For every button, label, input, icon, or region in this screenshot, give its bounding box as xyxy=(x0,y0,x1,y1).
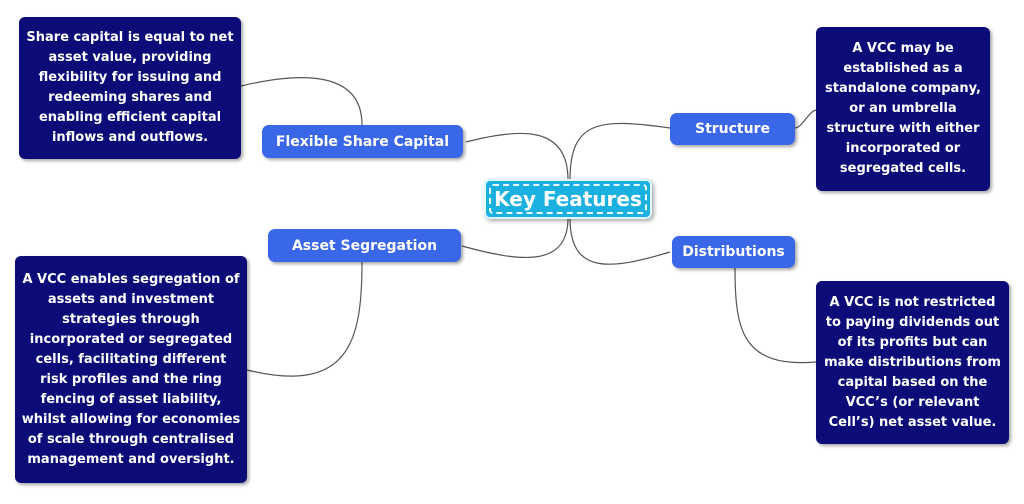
link-distributions-note xyxy=(734,267,817,364)
link-center-segregation xyxy=(461,217,569,259)
central-topic-label: Key Features xyxy=(494,187,642,211)
topic-flexible-label: Flexible Share Capital xyxy=(275,133,450,150)
note-asset-segregation: A VCC enables segregation of assets and … xyxy=(15,256,247,483)
note-flexible-share-capital: Share capital is equal to net asset valu… xyxy=(19,17,241,159)
topic-flexible-share-capital[interactable]: Flexible Share Capital xyxy=(262,125,463,158)
topic-segregation-label: Asset Segregation xyxy=(291,237,438,254)
link-center-structure xyxy=(569,122,671,181)
note-structure-text: A VCC may be established as a standalone… xyxy=(825,41,981,176)
topic-distributions-label: Distributions xyxy=(682,244,785,260)
link-flexible-note xyxy=(240,77,363,126)
note-segregation-text: A VCC enables segregation of assets and … xyxy=(21,271,241,467)
central-topic-key-features[interactable]: Key Features xyxy=(484,179,652,219)
link-structure-note xyxy=(794,109,817,129)
topic-structure[interactable]: Structure xyxy=(670,113,795,145)
link-center-distributions xyxy=(569,217,671,265)
note-distributions-text: A VCC is not restricted to paying divide… xyxy=(824,294,1001,430)
link-center-flexible xyxy=(465,132,569,181)
note-structure: A VCC may be established as a standalone… xyxy=(816,27,990,191)
note-distributions: A VCC is not restricted to paying divide… xyxy=(816,281,1009,444)
topic-structure-label: Structure xyxy=(694,121,770,137)
link-segregation-note xyxy=(246,261,363,377)
topic-asset-segregation[interactable]: Asset Segregation xyxy=(268,229,461,262)
topic-distributions[interactable]: Distributions xyxy=(672,236,795,268)
note-flexible-text: Share capital is equal to net asset valu… xyxy=(26,30,234,145)
